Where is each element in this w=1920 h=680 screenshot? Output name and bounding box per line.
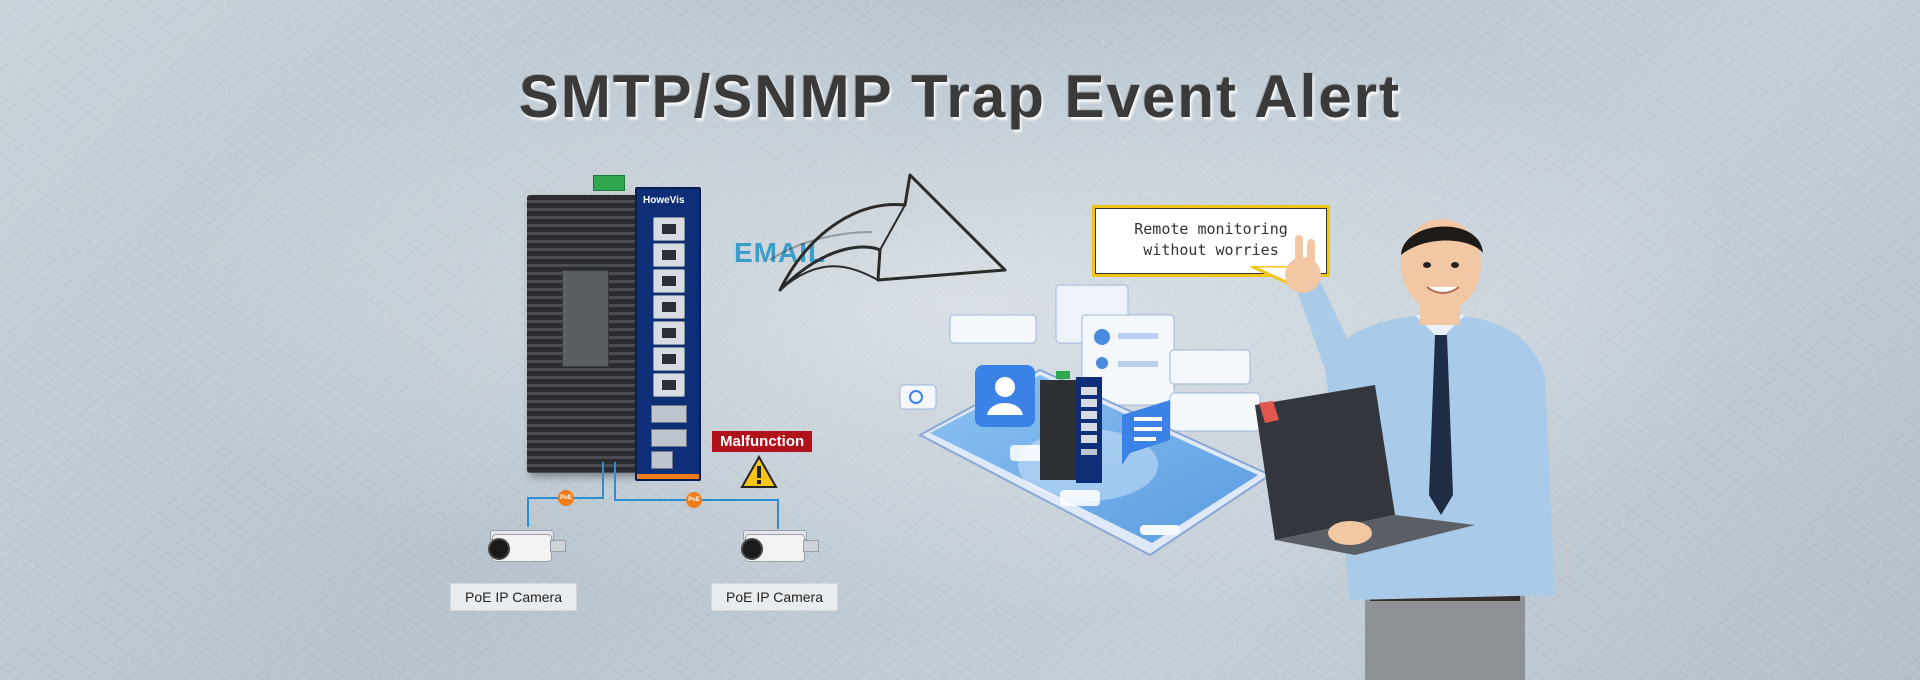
warning-icon [740, 455, 778, 488]
sfp-port [651, 429, 687, 447]
poe-badge: PoE [558, 490, 574, 506]
page-title: SMTP/SNMP Trap Event Alert [518, 63, 1402, 130]
laptop-icon [1255, 385, 1475, 555]
ethernet-port [653, 243, 685, 267]
phone-illustration [899, 284, 1273, 557]
ethernet-port [653, 347, 685, 371]
switch-brand-label: HoweVis [643, 195, 685, 206]
poe-badge: PoE [686, 492, 702, 508]
cable [602, 462, 604, 498]
person-with-laptop [1255, 219, 1555, 680]
sfp-port [651, 405, 687, 423]
user-card-icon [975, 365, 1035, 427]
switch-heatsink [527, 195, 639, 473]
malfunction-badge: Malfunction [712, 431, 813, 452]
ethernet-port [653, 269, 685, 293]
camera-mount [803, 540, 819, 552]
ethernet-port [653, 295, 685, 319]
ui-panel [949, 314, 1037, 344]
speech-bubble-text: Remote monitoring without worries [1095, 219, 1327, 261]
sfp-port [651, 451, 673, 469]
power-terminal [593, 175, 625, 191]
network-switch: HoweVis [527, 175, 701, 481]
switch-front-panel: HoweVis [593, 175, 701, 481]
ip-camera [741, 528, 819, 566]
cable [614, 462, 616, 500]
camera-label: PoE IP Camera [711, 583, 839, 611]
cable [527, 497, 529, 527]
ethernet-port [653, 373, 685, 397]
camera-lens [741, 538, 763, 560]
switch-accent-bar [637, 474, 699, 479]
chat-icon [1122, 400, 1170, 465]
ui-panel [1169, 349, 1251, 385]
camera-mount [550, 540, 566, 552]
email-label: EMAIL [734, 237, 827, 268]
ethernet-port [653, 321, 685, 345]
arrow-icon [769, 173, 1007, 292]
camera-label: PoE IP Camera [450, 583, 578, 611]
ethernet-port [653, 217, 685, 241]
camera-lens [488, 538, 510, 560]
ui-panel [1169, 392, 1261, 432]
speech-bubble-line: without worries [1143, 241, 1279, 259]
cable [777, 499, 779, 529]
switch-side-panel [562, 270, 609, 367]
ip-camera [488, 528, 566, 566]
speech-bubble-line: Remote monitoring [1134, 220, 1288, 238]
